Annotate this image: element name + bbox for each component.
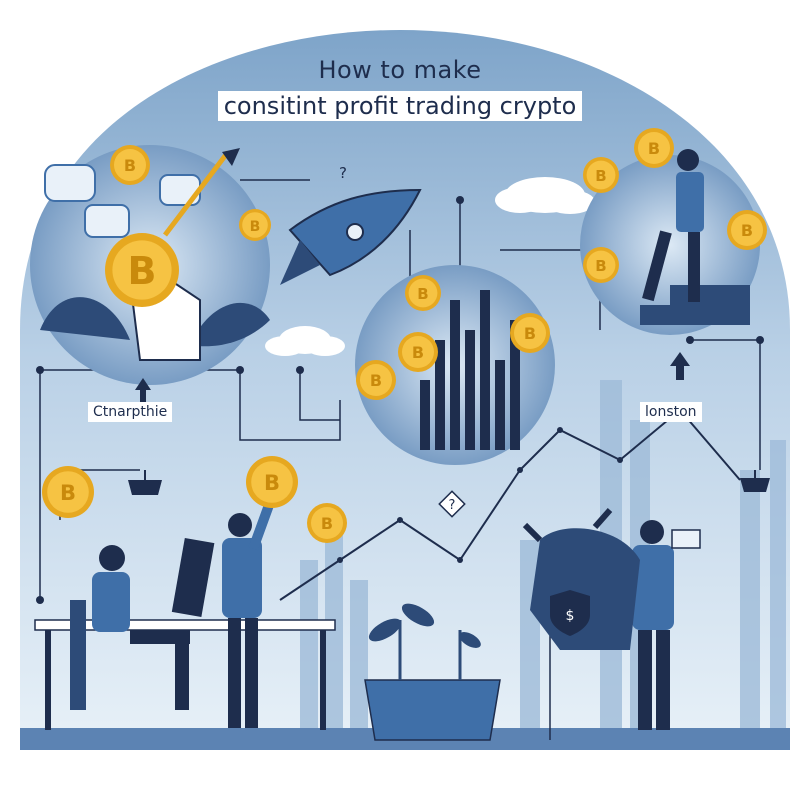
person-standing-top <box>642 149 704 302</box>
bitcoin-symbols: B B B B B B B B B B B B B B <box>60 139 753 533</box>
svg-text:B: B <box>250 219 261 235</box>
desk <box>34 537 336 730</box>
title-line-2-text: consitint profit trading crypto <box>217 91 583 121</box>
svg-text:B: B <box>417 285 428 303</box>
pencil-icon <box>163 150 230 237</box>
svg-text:B: B <box>128 249 157 293</box>
svg-text:B: B <box>412 343 424 362</box>
svg-text:B: B <box>524 324 536 343</box>
svg-text:B: B <box>124 156 136 175</box>
label-left: Ctnarpthie <box>88 402 173 422</box>
svg-text:$: $ <box>566 608 575 624</box>
svg-text:?: ? <box>339 164 347 182</box>
svg-text:B: B <box>595 167 606 185</box>
bitcoin-chip-icons <box>44 164 201 238</box>
rocket-icon <box>280 188 422 285</box>
title-line-2: consitint profit trading crypto <box>0 91 800 121</box>
lamp-icon <box>740 470 770 492</box>
potted-plant <box>364 603 501 741</box>
svg-text:?: ? <box>449 498 456 513</box>
person-sitting <box>70 545 190 710</box>
svg-text:B: B <box>648 139 660 158</box>
svg-text:B: B <box>370 371 382 390</box>
cloud <box>265 326 345 356</box>
arrow-up-icon <box>135 352 690 402</box>
svg-text:B: B <box>60 481 76 505</box>
question-mark-icon: ? <box>339 164 347 182</box>
question-diamond-icon: ? <box>438 490 466 518</box>
cloud <box>495 177 595 214</box>
person-reaching <box>222 504 274 728</box>
trend-points <box>337 427 623 563</box>
dark-leaves <box>40 297 270 347</box>
lamp-icon <box>128 470 162 495</box>
svg-text:B: B <box>321 514 333 533</box>
person-with-bull <box>632 520 701 730</box>
chart-bars <box>420 290 520 450</box>
svg-text:B: B <box>264 471 280 495</box>
arrow-fletching <box>222 148 240 166</box>
svg-text:B: B <box>741 221 753 240</box>
connector-dots <box>36 196 764 604</box>
svg-text:B: B <box>595 257 606 275</box>
title-line-1: How to make <box>318 56 482 84</box>
dollar-shield-icon: $ <box>550 590 590 636</box>
label-right: lonston <box>640 402 702 422</box>
